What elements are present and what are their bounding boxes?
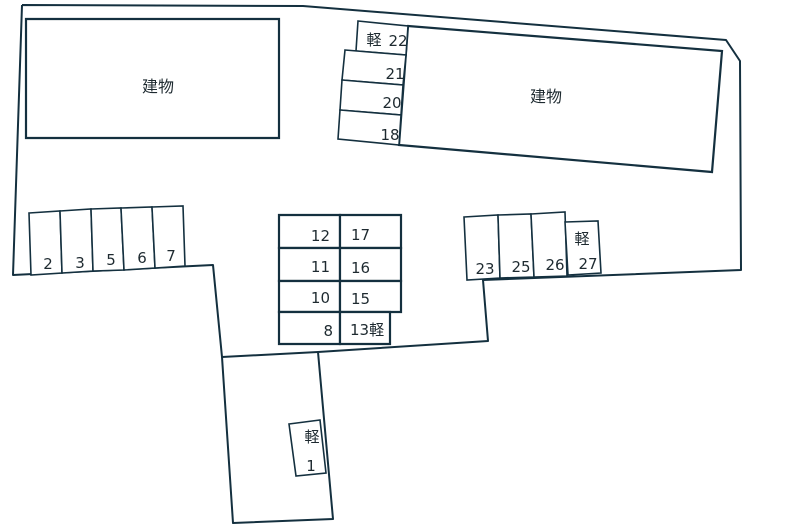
- stall-group-right-row: 23 25 26 27 軽: [463, 211, 602, 281]
- parking-stall-11[interactable]: 11: [277, 246, 342, 283]
- parking-stall-3[interactable]: 3: [59, 208, 94, 274]
- stall-number: 13軽: [350, 321, 384, 339]
- stall-number: 1: [306, 457, 316, 475]
- stall-outline: [338, 246, 403, 283]
- stall-number: 10: [311, 289, 330, 307]
- parking-stall-7[interactable]: 7: [151, 205, 186, 269]
- parking-stall-16[interactable]: 16: [338, 246, 403, 283]
- stall-number: 3: [75, 254, 85, 272]
- stall-outline: [288, 419, 327, 477]
- stall-number: 25: [511, 258, 530, 276]
- building-label: 建物: [142, 77, 174, 96]
- parking-stall-12[interactable]: 12: [277, 213, 342, 250]
- stall-number: 7: [166, 247, 176, 265]
- stall-group-center-block: 12 17 11 16 10 15 8 13軽: [277, 213, 403, 346]
- parking-stall-13軽[interactable]: 13軽: [338, 310, 392, 346]
- stall-number: 2: [43, 255, 53, 273]
- parking-stall-10[interactable]: 10: [277, 279, 342, 314]
- stall-number: 5: [106, 251, 116, 269]
- bottom-area-divider: [221, 351, 319, 358]
- parking-stall-25[interactable]: 25: [497, 213, 535, 279]
- stall-number: 16: [351, 259, 370, 277]
- parking-stall-5[interactable]: 5: [90, 207, 125, 272]
- parking-stall-23[interactable]: 23: [463, 214, 501, 281]
- stall-outline: [277, 246, 342, 283]
- parking-stall-21[interactable]: 21: [341, 49, 407, 86]
- parking-stall-22[interactable]: 22 軽: [355, 20, 409, 56]
- stall-outline: [151, 205, 186, 269]
- stall-number: 11: [311, 258, 330, 276]
- parking-stall-17[interactable]: 17: [338, 213, 403, 250]
- stall-number: 8: [323, 322, 333, 340]
- stall-number: 20: [382, 94, 401, 112]
- building: 建物: [397, 24, 724, 174]
- stall-outline: [338, 310, 392, 346]
- stall-number: 6: [137, 249, 147, 267]
- parking-stall-18[interactable]: 18: [337, 109, 402, 146]
- stall-number: 12: [311, 227, 330, 245]
- parking-stall-1[interactable]: 1軽: [288, 419, 327, 477]
- kei-car-label: 軽: [366, 31, 381, 49]
- stall-number: 21: [385, 65, 404, 83]
- parking-stall-15[interactable]: 15: [338, 279, 403, 314]
- stall-number: 18: [380, 126, 399, 144]
- parking-stall-26[interactable]: 26: [530, 211, 568, 278]
- parking-stall-20[interactable]: 20: [339, 79, 404, 116]
- stall-outline: [530, 211, 568, 278]
- stall-outline: [338, 213, 403, 250]
- building-label: 建物: [530, 87, 562, 106]
- stall-group-top-column: 22 軽21 20 18: [337, 20, 409, 146]
- stall-number: 23: [475, 260, 494, 278]
- stall-outline: [338, 279, 403, 314]
- stall-number: 15: [351, 290, 370, 308]
- stall-group-bottom: 1軽: [288, 419, 327, 477]
- kei-car-label: 軽: [304, 428, 319, 446]
- building-outline: [24, 17, 281, 140]
- kei-car-label: 軽: [574, 230, 589, 248]
- stall-outline: [337, 109, 402, 146]
- stall-outline: [277, 279, 342, 314]
- stall-number: 26: [545, 256, 564, 274]
- parking-stall-27[interactable]: 27 軽: [564, 220, 602, 276]
- parking-stall-6[interactable]: 6: [120, 206, 156, 271]
- stall-number: 17: [351, 226, 370, 244]
- stall-outline: [277, 213, 342, 250]
- stall-outline: [564, 220, 602, 276]
- building: 建物: [24, 17, 281, 140]
- stall-number: 27: [578, 255, 597, 273]
- stall-group-left-row: 2 3 5 6 7: [28, 205, 186, 276]
- parking-stall-2[interactable]: 2: [28, 210, 63, 276]
- lot-boundary: [12, 4, 742, 524]
- parking-stall-8[interactable]: 8: [277, 310, 342, 346]
- stall-number: 22: [388, 32, 407, 50]
